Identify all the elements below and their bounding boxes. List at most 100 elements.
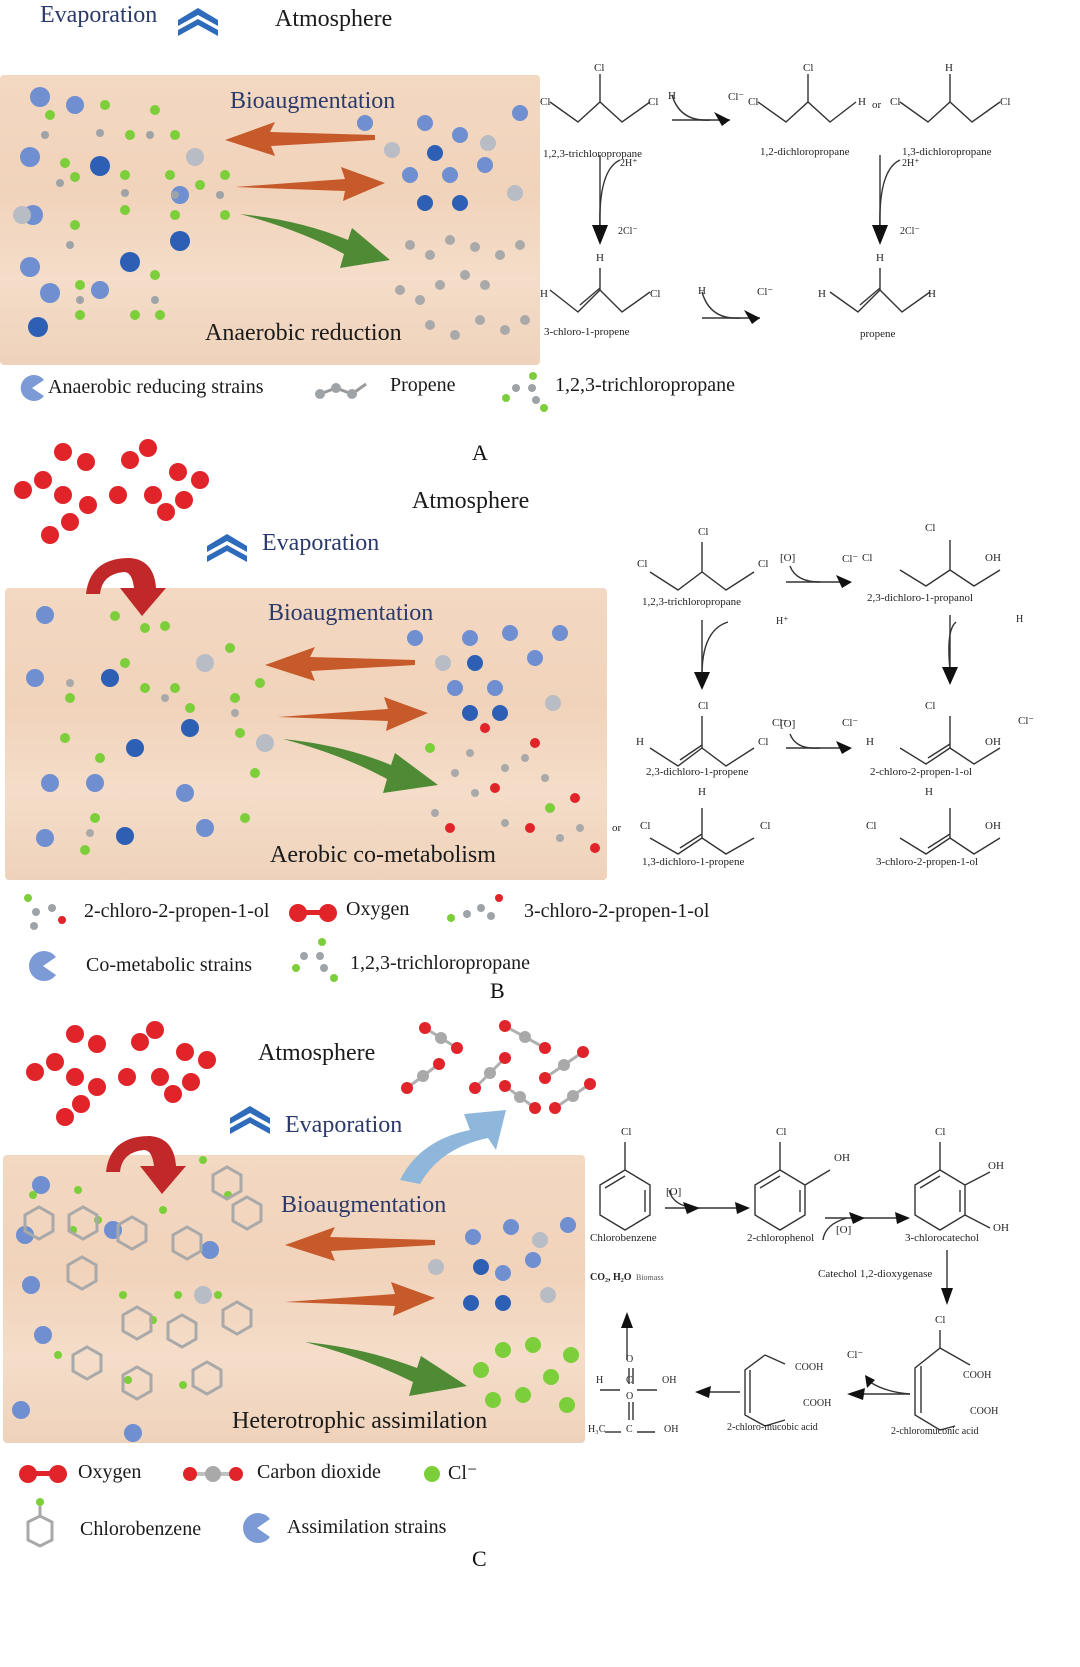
evaporation-chevron-icon — [230, 1106, 270, 1134]
atom-label: COOH — [795, 1362, 824, 1373]
atom-label: Cl — [776, 1126, 787, 1138]
bioaugmentation-arrow-right-icon — [285, 1282, 435, 1316]
legend-label-strains: Co-metabolic strains — [86, 954, 253, 976]
atom-label: Cl — [925, 700, 936, 712]
legend-label-chloride: Cl⁻ — [448, 1462, 478, 1484]
atmosphere-label: Atmosphere — [275, 6, 393, 32]
molecule-field — [26, 606, 600, 855]
reagent-label: 2H⁺ — [902, 158, 920, 169]
compound-label: 2-chloromuconic acid — [891, 1426, 979, 1437]
atom-label: Cl — [862, 552, 873, 564]
reagent-label: H — [698, 285, 706, 297]
evaporation-label: Evaporation — [40, 2, 158, 28]
compound-label: 3-chloro-1-propene — [544, 326, 630, 338]
oxygen-molecule-icon — [19, 1465, 67, 1483]
oxygen-cluster-icon — [14, 439, 209, 544]
atom-label: COOH — [963, 1370, 992, 1381]
evaporation-label: Evaporation — [262, 530, 380, 556]
panel-letter-c: C — [472, 1546, 487, 1571]
reagent-label: [O] — [780, 552, 796, 564]
bioaugmentation-arrow-left-icon — [265, 647, 415, 681]
panel-letter-a: A — [472, 440, 488, 465]
chloropropenol-molecule-icon — [447, 894, 503, 922]
evaporation-label: Evaporation — [285, 1112, 403, 1138]
compound-label: 1,2,3-trichloropropane — [642, 596, 741, 608]
legend-label-trichloropropane: 1,2,3-trichloropropane — [555, 374, 735, 396]
atom-label: Cl — [935, 1126, 946, 1138]
compound-label: 1,3-dichloro-1-propene — [642, 856, 745, 868]
molecule-field — [12, 1156, 579, 1442]
legend-label-chlorobenzene: Chlorobenzene — [80, 1518, 202, 1540]
atom-label: OH — [664, 1424, 679, 1435]
reagent-label: Cl⁻ — [842, 553, 859, 565]
panel-letter-b: B — [490, 978, 505, 1003]
carbon-dioxide-molecule-icon — [183, 1466, 243, 1482]
reagent-label: Cl⁻ — [847, 1349, 864, 1361]
atom-label: H — [876, 252, 884, 264]
atom-label: H — [636, 736, 644, 748]
products-label: CO₂, H₂O — [590, 1272, 632, 1283]
pathway-c-structures — [599, 1142, 991, 1433]
process-label: Heterotrophic assimilation — [232, 1408, 488, 1434]
process-arrow-icon — [240, 214, 390, 268]
reagent-label: [O] — [780, 718, 796, 730]
atom-label: Cl — [637, 558, 648, 570]
oxygen-inflow-arrow-icon — [106, 1136, 186, 1194]
compound-label: 2,3-dichloro-1-propene — [646, 766, 749, 778]
compound-label: 1,3-dichloropropane — [902, 146, 992, 158]
atom-label: COOH — [970, 1406, 999, 1417]
biomass-label: Biomass — [636, 1273, 664, 1282]
atom-label: OH — [988, 1160, 1004, 1172]
connector-label: or — [872, 99, 882, 111]
atom-label: H — [928, 288, 936, 300]
reagent-label: 2H⁺ — [620, 158, 638, 169]
process-arrow-icon — [305, 1342, 467, 1396]
legend-label-trichloropropane: 1,2,3-trichloropropane — [350, 952, 530, 974]
reagent-label: H — [1016, 614, 1024, 625]
atmosphere-label: Atmosphere — [258, 1040, 376, 1066]
compound-label: 1,2,3-trichloropropane — [543, 148, 642, 160]
atom-label: Cl — [1000, 96, 1011, 108]
chloride-ion-icon — [424, 1466, 440, 1482]
atom-label: Cl — [866, 820, 877, 832]
legend-label-chloropropenol-2: 2-chloro-2-propen-1-ol — [84, 900, 270, 922]
atom-label: Cl — [748, 96, 759, 108]
legend-label-chloropropenol-3: 3-chloro-2-propen-1-ol — [524, 900, 710, 922]
legend-label-strains: Anaerobic reducing strains — [48, 376, 264, 398]
bioaugmentation-arrow-right-icon — [278, 697, 428, 731]
connector-label: or — [612, 822, 622, 834]
pathway-a-structures — [549, 74, 1001, 324]
chlorobenzene-molecule-icon — [26, 1498, 54, 1548]
atom-label: Cl — [925, 522, 936, 534]
atom-label: Cl — [650, 288, 661, 300]
reagent-label: Cl⁻ — [772, 717, 789, 729]
atom-label: Cl — [758, 558, 769, 570]
atom-label: H — [858, 96, 866, 108]
molecule-field — [13, 87, 530, 340]
reagent-label: Cl⁻ — [1018, 715, 1035, 727]
atom-label: Cl — [698, 526, 709, 538]
atom-label: OH — [993, 1222, 1009, 1234]
reagent-label: 2Cl⁻ — [900, 226, 920, 237]
atom-label: H — [540, 288, 548, 300]
compound-label: 2,3-dichloro-1-propanol — [867, 592, 973, 604]
atom-label: Cl — [890, 96, 901, 108]
atom-label: H₃C — [588, 1424, 606, 1435]
atom-label: O — [626, 1391, 634, 1402]
compound-label: 2-chloro-2-propen-1-ol — [870, 766, 973, 778]
atom-label: Cl — [803, 62, 814, 74]
reagent-label: Cl⁻ — [728, 91, 745, 103]
pathway-b-structures — [649, 540, 1001, 855]
atom-label: OH — [985, 736, 1001, 748]
atom-label: Cl — [540, 96, 551, 108]
atom-label: COOH — [803, 1398, 832, 1409]
atom-label: Cl — [935, 1314, 946, 1326]
enzyme-label: Catechol 1,2-dioxygenase — [818, 1268, 933, 1280]
bioaugmentation-arrow-right-icon — [235, 167, 385, 201]
oxygen-molecule-icon — [289, 904, 337, 922]
atom-label: H — [596, 1375, 604, 1386]
oxygen-cluster-icon — [26, 1021, 216, 1126]
atom-label: H — [866, 736, 874, 748]
bioaugmentation-arrow-left-icon — [285, 1227, 435, 1261]
reagent-label: [O] — [836, 1224, 852, 1236]
